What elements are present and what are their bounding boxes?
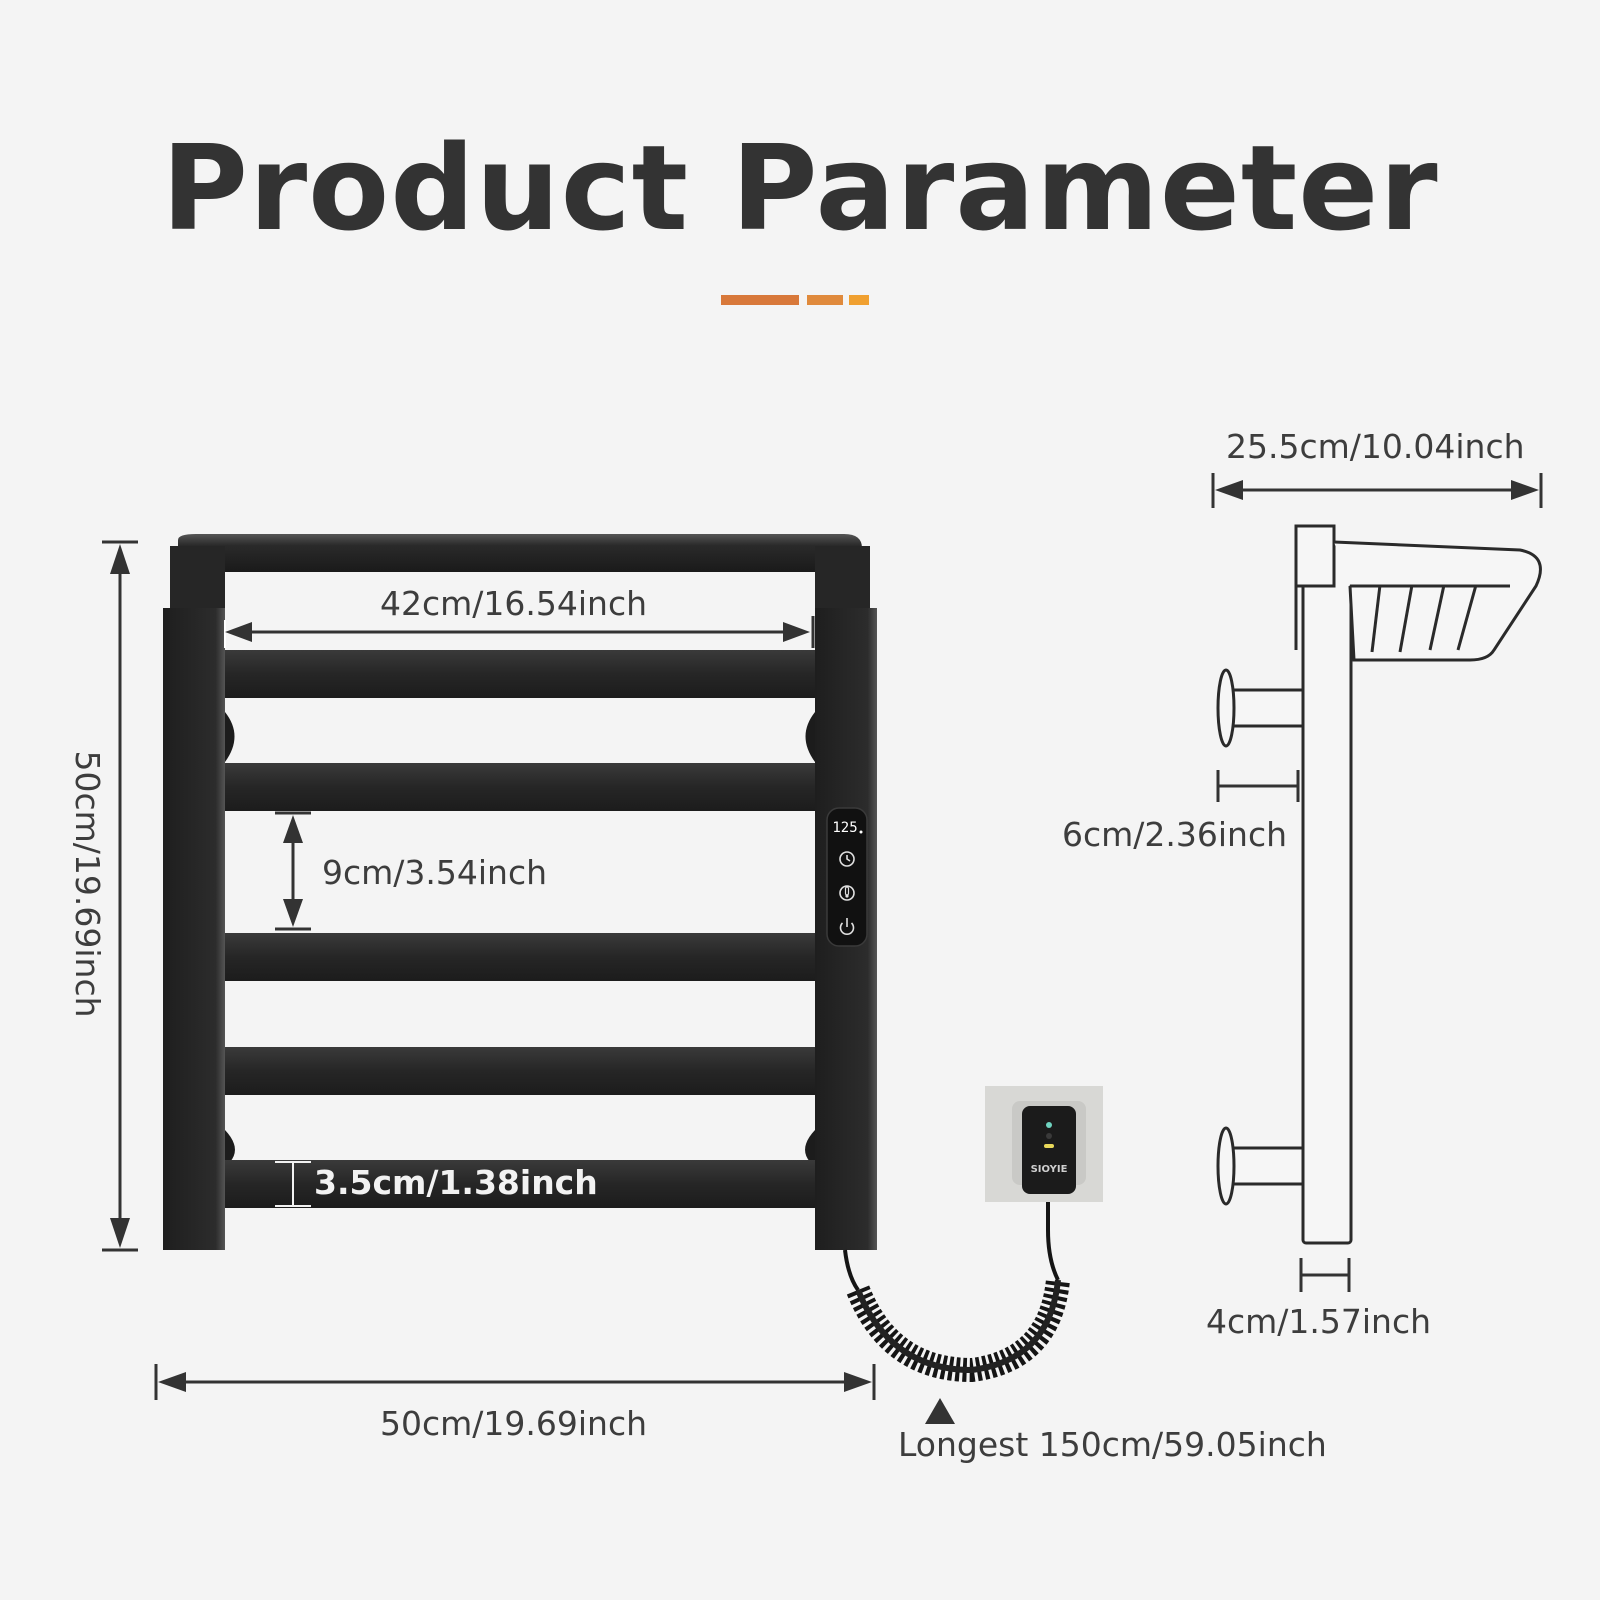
side-frame — [1301, 541, 1353, 1245]
control-panel — [826, 807, 868, 947]
side-shelf-bracket — [1294, 524, 1336, 588]
left-post — [163, 608, 225, 1250]
shelf-bracket-left — [170, 546, 225, 610]
towel-rack-side-view — [1216, 524, 1542, 1245]
coiled-cable — [843, 1196, 1070, 1383]
power-icon[interactable] — [839, 918, 855, 935]
cable-marker-triangle — [925, 1398, 955, 1424]
rail-bar — [225, 1047, 815, 1095]
cable-length-label: Longest 150cm/59.05inch — [898, 1425, 1327, 1464]
wall-offset-label: 6cm/2.36inch — [1062, 815, 1288, 854]
side-shelf — [1333, 540, 1542, 662]
accent-bar-mid — [807, 295, 843, 305]
rail-bar — [225, 933, 815, 981]
shelf-bracket-right — [815, 546, 870, 610]
thermometer-icon[interactable] — [839, 885, 855, 901]
frame-thickness-label: 4cm/1.57inch — [1206, 1302, 1432, 1341]
dimension-lines — [102, 473, 1543, 1424]
inner-width-label: 42cm/16.54inch — [380, 584, 648, 623]
accent-bar-long — [721, 295, 799, 305]
wall-mount-right-bottom — [805, 1130, 815, 1162]
plug-adapter: SIOYIE — [985, 1086, 1103, 1202]
temperature-display: 125 — [832, 820, 857, 836]
top-shelf — [178, 534, 862, 572]
depth-label: 25.5cm/10.04inch — [1226, 427, 1525, 466]
standoff-top — [1230, 688, 1305, 728]
bar-spacing-label: 9cm/3.54inch — [322, 853, 548, 892]
wall-mount-left-top — [225, 712, 235, 762]
page-title: Product Parameter — [161, 119, 1439, 257]
rail-bar — [225, 650, 815, 698]
rail-bar — [225, 763, 815, 811]
wall-mount-right-top — [805, 712, 815, 762]
bar-height-label: 3.5cm/1.38inch — [314, 1163, 598, 1202]
standoff-bottom — [1230, 1146, 1305, 1186]
wifi-indicator — [859, 830, 863, 834]
wall-mount-left-bottom — [225, 1130, 235, 1162]
total-width-label: 50cm/19.69inch — [380, 1404, 648, 1443]
clock-icon[interactable] — [839, 851, 855, 867]
plug-body — [1022, 1106, 1076, 1194]
towel-rack-front: 125 — [163, 534, 877, 1250]
accent-bar-short — [849, 295, 869, 305]
total-height-label: 50cm/19.69inch — [68, 750, 107, 1018]
rail-bar — [225, 1160, 815, 1208]
plug-brand: SIOYIE — [1031, 1164, 1068, 1175]
